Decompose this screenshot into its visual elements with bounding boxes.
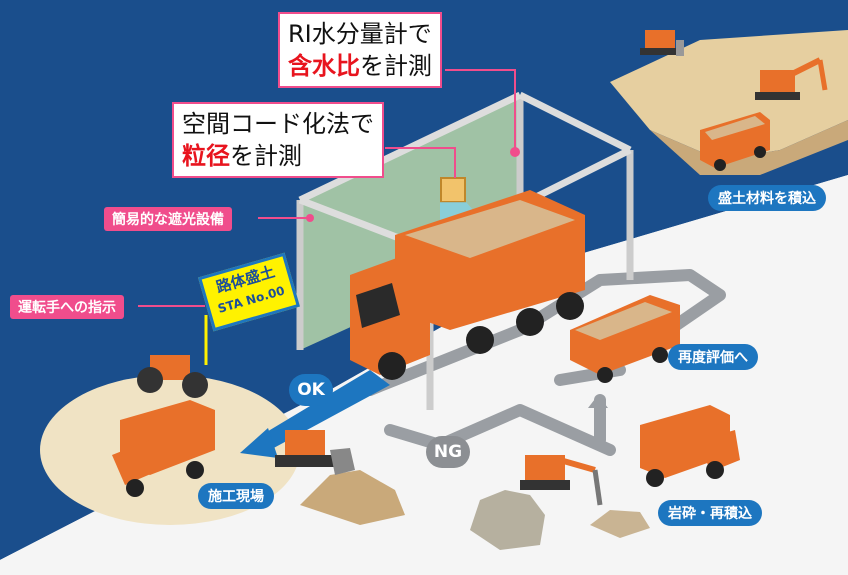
ri-callout-rest: を計測 bbox=[360, 52, 432, 80]
ri-callout-line1: RI水分量計で bbox=[288, 20, 432, 48]
bulldozer-top-icon bbox=[640, 30, 684, 56]
shade-leader-dot bbox=[306, 214, 314, 222]
ri-leader-dot bbox=[510, 147, 520, 157]
rock-pile-site bbox=[300, 470, 405, 525]
callout-leaders bbox=[138, 69, 516, 307]
shade-label: 簡易的な遮光設備 bbox=[104, 207, 232, 231]
ng-badge: NG bbox=[426, 436, 470, 468]
excavator-icon bbox=[755, 57, 828, 100]
sand-mound-shadow bbox=[650, 120, 848, 175]
rock-pile-crush bbox=[470, 490, 545, 550]
dump-truck-icon bbox=[350, 190, 585, 380]
reevaluate-label: 再度評価へ bbox=[668, 344, 758, 370]
return-truck-icon bbox=[570, 295, 680, 383]
ri-callout-emphasis: 含水比 bbox=[288, 52, 360, 80]
crush-label: 岩砕・再積込 bbox=[658, 500, 762, 526]
load-label: 盛土材料を積込 bbox=[708, 185, 826, 211]
gravel-pile bbox=[590, 510, 650, 538]
code-callout-emphasis: 粒径 bbox=[182, 142, 230, 170]
road-roller-icon bbox=[137, 355, 208, 398]
crusher-excavator-icon bbox=[520, 455, 603, 506]
ok-badge: OK bbox=[289, 374, 333, 406]
code-callout-line1: 空間コード化法で bbox=[182, 110, 374, 138]
ri-callout: RI水分量計で 含水比を計測 bbox=[278, 12, 442, 88]
site-label: 施工現場 bbox=[198, 483, 274, 509]
code-callout-rest: を計測 bbox=[230, 142, 302, 170]
driver-label: 運転手への指示 bbox=[10, 295, 124, 319]
site-dump-truck-icon bbox=[112, 400, 215, 497]
loading-truck-icon bbox=[700, 112, 770, 171]
reload-truck-icon bbox=[640, 405, 740, 487]
sensor-box-icon bbox=[440, 177, 466, 203]
sand-mound-top-right bbox=[610, 30, 848, 160]
bulldozer-icon bbox=[275, 430, 355, 475]
code-callout: 空間コード化法で 粒径を計測 bbox=[172, 102, 384, 178]
ng-arrow-head bbox=[588, 395, 608, 408]
